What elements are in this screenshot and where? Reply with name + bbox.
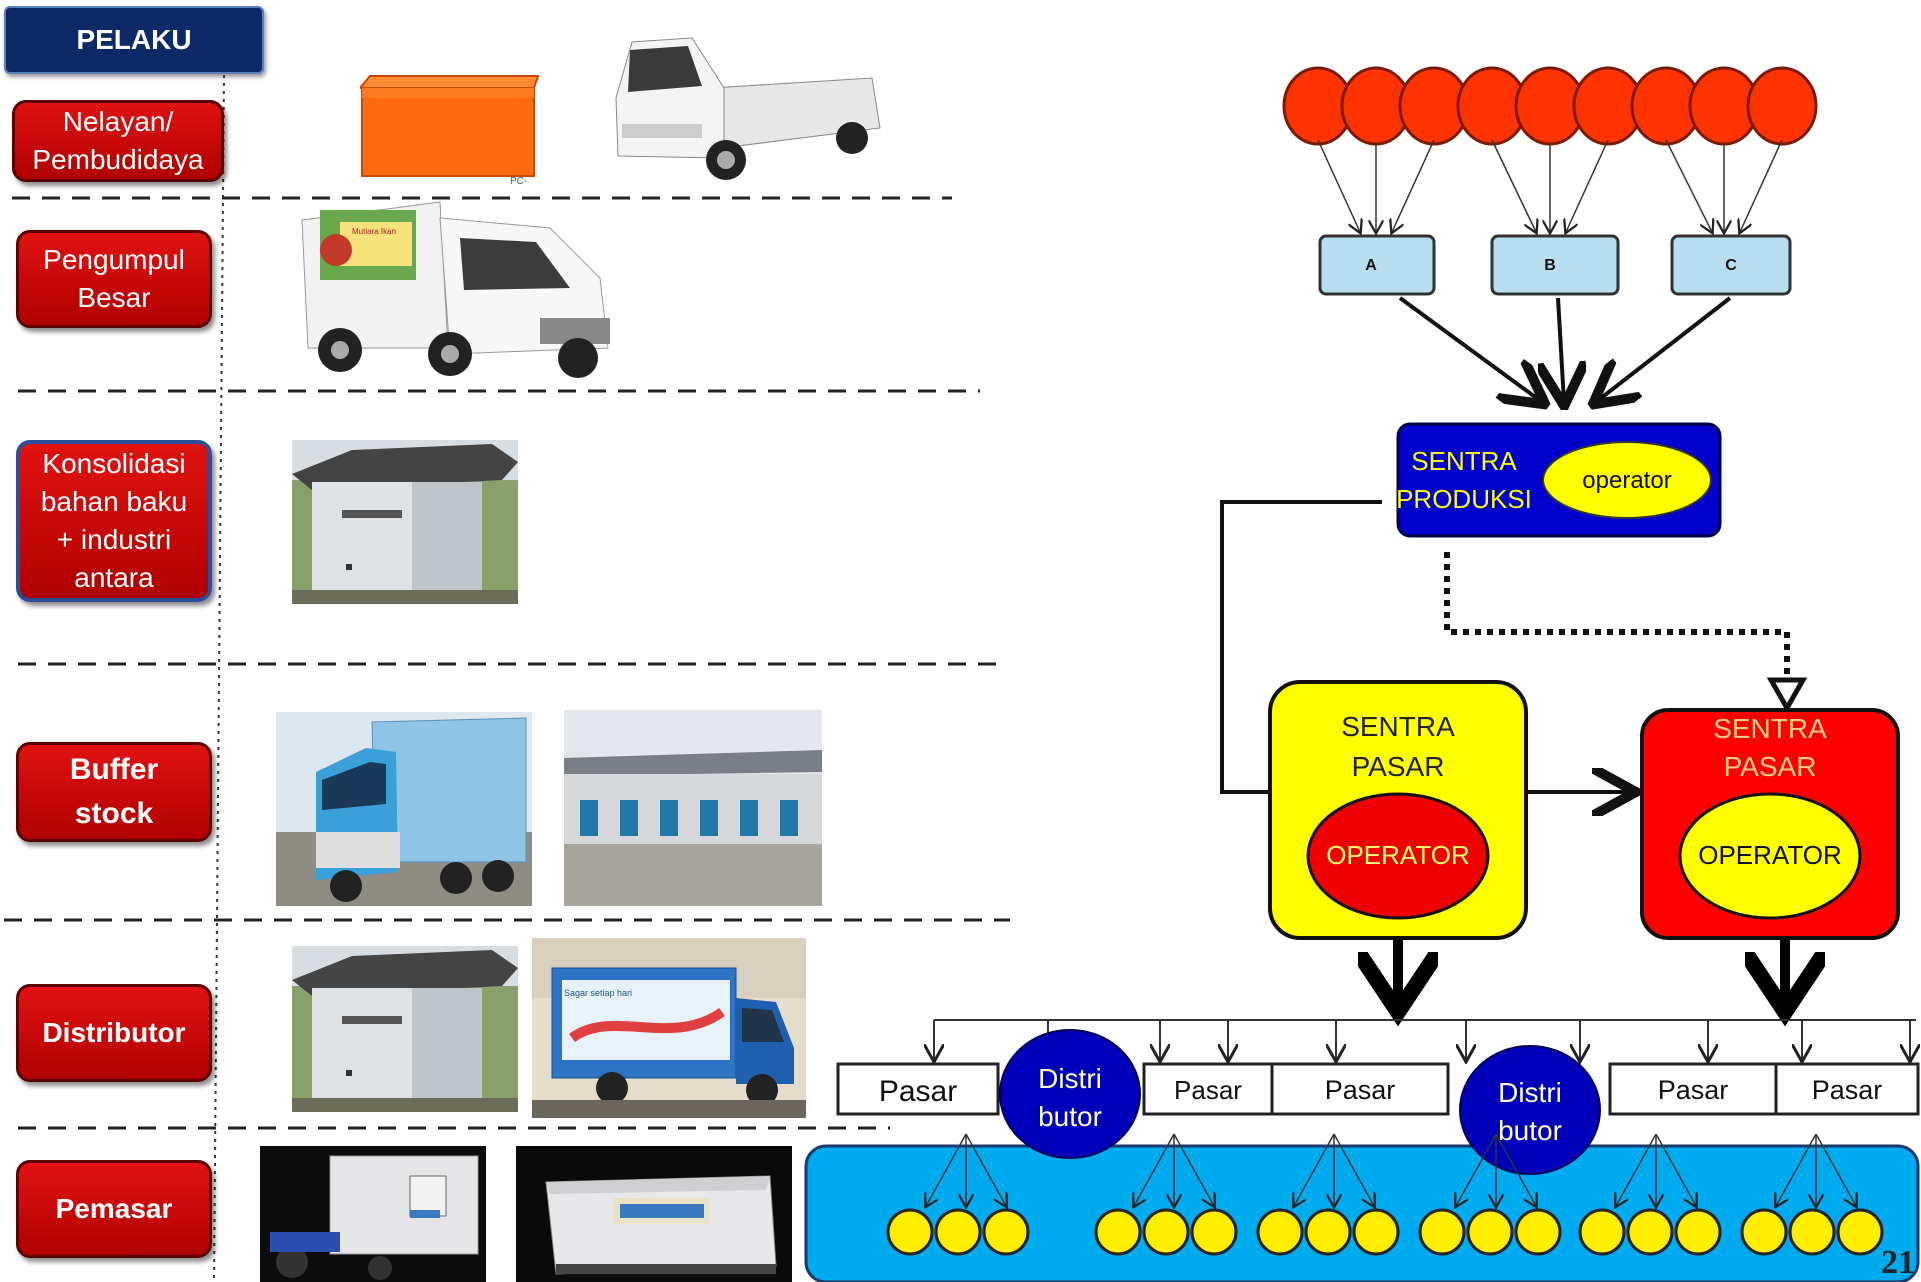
consumer-circles (886, 1208, 1884, 1256)
collector-box-a: A (1318, 234, 1436, 296)
pasar-box-4: Pasar (1608, 1062, 1778, 1116)
pasar-1-label: Pasar (879, 1075, 957, 1108)
sentra-produksi-title-1: SENTRA (1411, 446, 1517, 476)
collector-arrows (1398, 296, 1732, 402)
distributor-1-line2: butor (1038, 1101, 1102, 1132)
pasar-5-label: Pasar (1812, 1075, 1883, 1105)
actor-konsolidasi-label: Konsolidasi bahan baku + industri antara (40, 448, 188, 593)
pasar-4-label: Pasar (1658, 1075, 1729, 1105)
produksi-to-pasar-dotted (1444, 552, 1790, 680)
sentra-produksi-operator: operator (1582, 467, 1671, 494)
collector-box-b: B (1490, 234, 1620, 296)
pasar-box-5: Pasar (1774, 1062, 1920, 1116)
distributor-2-line2: butor (1498, 1115, 1562, 1146)
actor-distributor-label: Distributor (42, 1017, 186, 1048)
sentra-pasar-right-title-2: PASAR (1724, 751, 1817, 782)
sentra-pasar-left-operator: OPERATOR (1326, 840, 1470, 870)
pasar-box-2: Pasar (1142, 1062, 1274, 1116)
actor-nelayan: Nelayan/ Pembudidaya (12, 100, 224, 182)
actor-pemasar-label: Pemasar (55, 1193, 173, 1224)
actor-pengumpul-label: Pengumpul Besar (43, 244, 185, 313)
producer-arrows (1317, 139, 1783, 232)
sentra-pasar-right: SENTRA PASAR OPERATOR (1640, 708, 1900, 940)
sentra-pasar-left-title-1: SENTRA (1341, 711, 1455, 742)
produksi-to-pasar-line (1220, 500, 1382, 794)
truck-sign-text: Mutiara Ikan (352, 227, 396, 236)
distribution-branches (934, 1019, 1916, 1060)
collector-box-c: C (1670, 234, 1792, 296)
pasar-box-1: Pasar (836, 1062, 1000, 1116)
page-number: 21 (1881, 1244, 1915, 1281)
sentra-produksi: SENTRA PRODUKSI operator (1396, 422, 1722, 538)
distributor-1-line1: Distri (1038, 1063, 1102, 1094)
sentra-pasar-left-title-2: PASAR (1352, 751, 1445, 782)
chest-freezer-photo (516, 1146, 792, 1282)
delivery-truck-sign: Sagar setiap hari (564, 988, 632, 998)
actor-pengumpul-besar: Pengumpul Besar (16, 230, 212, 328)
delivery-truck-photo: Sagar setiap hari (532, 938, 806, 1118)
pasar-3-label: Pasar (1325, 1075, 1396, 1105)
sentra-produksi-title-2: PRODUKSI (1396, 484, 1532, 514)
producer-circles (1282, 66, 1818, 146)
cooler-label: PC- (510, 176, 527, 186)
cooler-box-photo: PC- (360, 75, 540, 186)
distributor-circle-2: Distri butor (1459, 1045, 1601, 1175)
distributor-building-photo (292, 946, 518, 1112)
sentra-pasar-right-operator: OPERATOR (1698, 840, 1842, 870)
pasar-2-label: Pasar (1174, 1075, 1242, 1105)
actor-nelayan-label: Nelayan/ Pembudidaya (32, 106, 204, 175)
consumer-arrows (926, 1133, 1856, 1206)
distributor-2-line1: Distri (1498, 1077, 1562, 1108)
collector-a-label: A (1365, 257, 1377, 274)
collector-b-label: B (1544, 257, 1556, 274)
actor-buffer-label: Buffer stock (69, 753, 159, 830)
dotted-arrowhead (1766, 677, 1808, 714)
actor-buffer-stock: Buffer stock (16, 742, 212, 842)
pelaku-header: PELAKU (4, 6, 264, 74)
big-down-arrows (1398, 940, 1785, 1002)
cold-storage-building-photo (292, 440, 518, 604)
insulated-truck-photo: Mutiara Ikan (301, 201, 610, 378)
actor-pemasar: Pemasar (16, 1160, 212, 1258)
actor-konsolidasi: Konsolidasi bahan baku + industri antara (16, 440, 212, 602)
distributor-circle-1: Distri butor (999, 1029, 1141, 1159)
left-separators (4, 74, 1010, 1282)
sentra-pasar-right-title-1: SENTRA (1713, 713, 1827, 744)
warehouse-photo (564, 710, 822, 906)
collector-c-label: C (1725, 257, 1737, 274)
blue-truck-photo (276, 712, 532, 906)
pickup-truck-photo (615, 37, 881, 180)
motorbike-cooler-photo (260, 1146, 486, 1282)
pasar-box-3: Pasar (1270, 1062, 1450, 1116)
sentra-pasar-left: SENTRA PASAR OPERATOR (1268, 680, 1528, 940)
supply-chain-diagram: A B C SENTRA PRODUKSI operator SENTRA PA… (804, 66, 1921, 1282)
actor-distributor: Distributor (16, 984, 212, 1082)
